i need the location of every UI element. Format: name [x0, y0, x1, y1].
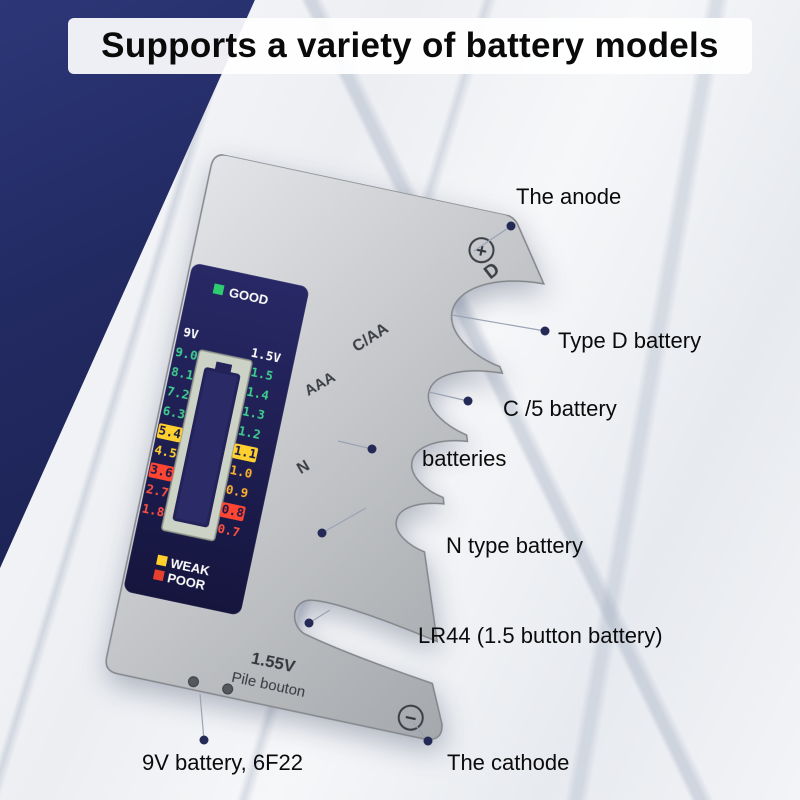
lcd-left-header: 9V — [182, 324, 200, 342]
lcd-right-header: 1.5V — [250, 345, 283, 366]
lcd-value: 1.0 — [229, 462, 254, 481]
poor-legend-label: POOR — [166, 570, 207, 593]
weak-legend-square — [156, 554, 168, 567]
callout-label-type-d: Type D battery — [558, 328, 702, 353]
weak-highlight-box — [232, 443, 259, 463]
page-title: Supports a variety of battery models — [101, 26, 719, 65]
callout-label-c5: C /5 battery — [503, 396, 617, 421]
lcd-value: 8.1 — [170, 363, 195, 382]
callout-label-cathode: The cathode — [447, 750, 570, 775]
lcd-value: 5.4 — [157, 422, 182, 441]
lcd-value: 1.5 — [249, 364, 274, 383]
lcd-value: 1.4 — [245, 384, 270, 403]
9v-snap-contact-icon — [222, 683, 234, 695]
callout-dot — [199, 735, 209, 745]
lcd-value: 4.5 — [153, 442, 178, 461]
lcd-value: 0.8 — [220, 501, 245, 520]
cathode-contact-icon — [397, 704, 424, 731]
weak-highlight-box — [156, 423, 183, 443]
lcd-value: 0.7 — [216, 521, 241, 540]
callout-label-lr44: LR44 (1.5 button battery) — [418, 623, 663, 648]
lcd-value: 1.2 — [237, 423, 262, 442]
callout-label-anode: The anode — [516, 184, 622, 209]
battery-glyph-body — [172, 367, 241, 528]
lcd-value: 6.3 — [161, 403, 186, 422]
callout-label-n-type: N type battery — [446, 533, 583, 558]
lcd-value: 1.1 — [233, 442, 258, 461]
callout-label-9v: 9V battery, 6F22 — [142, 750, 304, 775]
title-strip: Supports a variety of battery models — [68, 18, 752, 74]
lcd-value: 0.9 — [224, 481, 249, 500]
poor-highlight-box — [148, 462, 175, 482]
callout-label-batteries: batteries — [422, 446, 507, 471]
good-indicator-square — [212, 283, 225, 296]
lcd-value: 3.6 — [149, 461, 174, 480]
lcd-value: 1.8 — [141, 500, 166, 519]
9v-snap-contact-icon — [187, 676, 199, 688]
lcd-value: 2.7 — [145, 481, 170, 500]
lcd-value: 1.3 — [241, 403, 266, 422]
poor-highlight-box — [219, 502, 246, 522]
lcd-value: 7.2 — [166, 383, 191, 402]
poor-legend-square — [152, 569, 165, 582]
lcd-value: 9.0 — [174, 344, 199, 363]
battery-tester-graphic: GOOD 9V 1.5V 9.0 8.1 7.2 6.3 5.4 4.5 3.6… — [105, 154, 546, 741]
battery-tester-device: GOOD 9V 1.5V 9.0 8.1 7.2 6.3 5.4 4.5 3.6… — [96, 152, 584, 779]
